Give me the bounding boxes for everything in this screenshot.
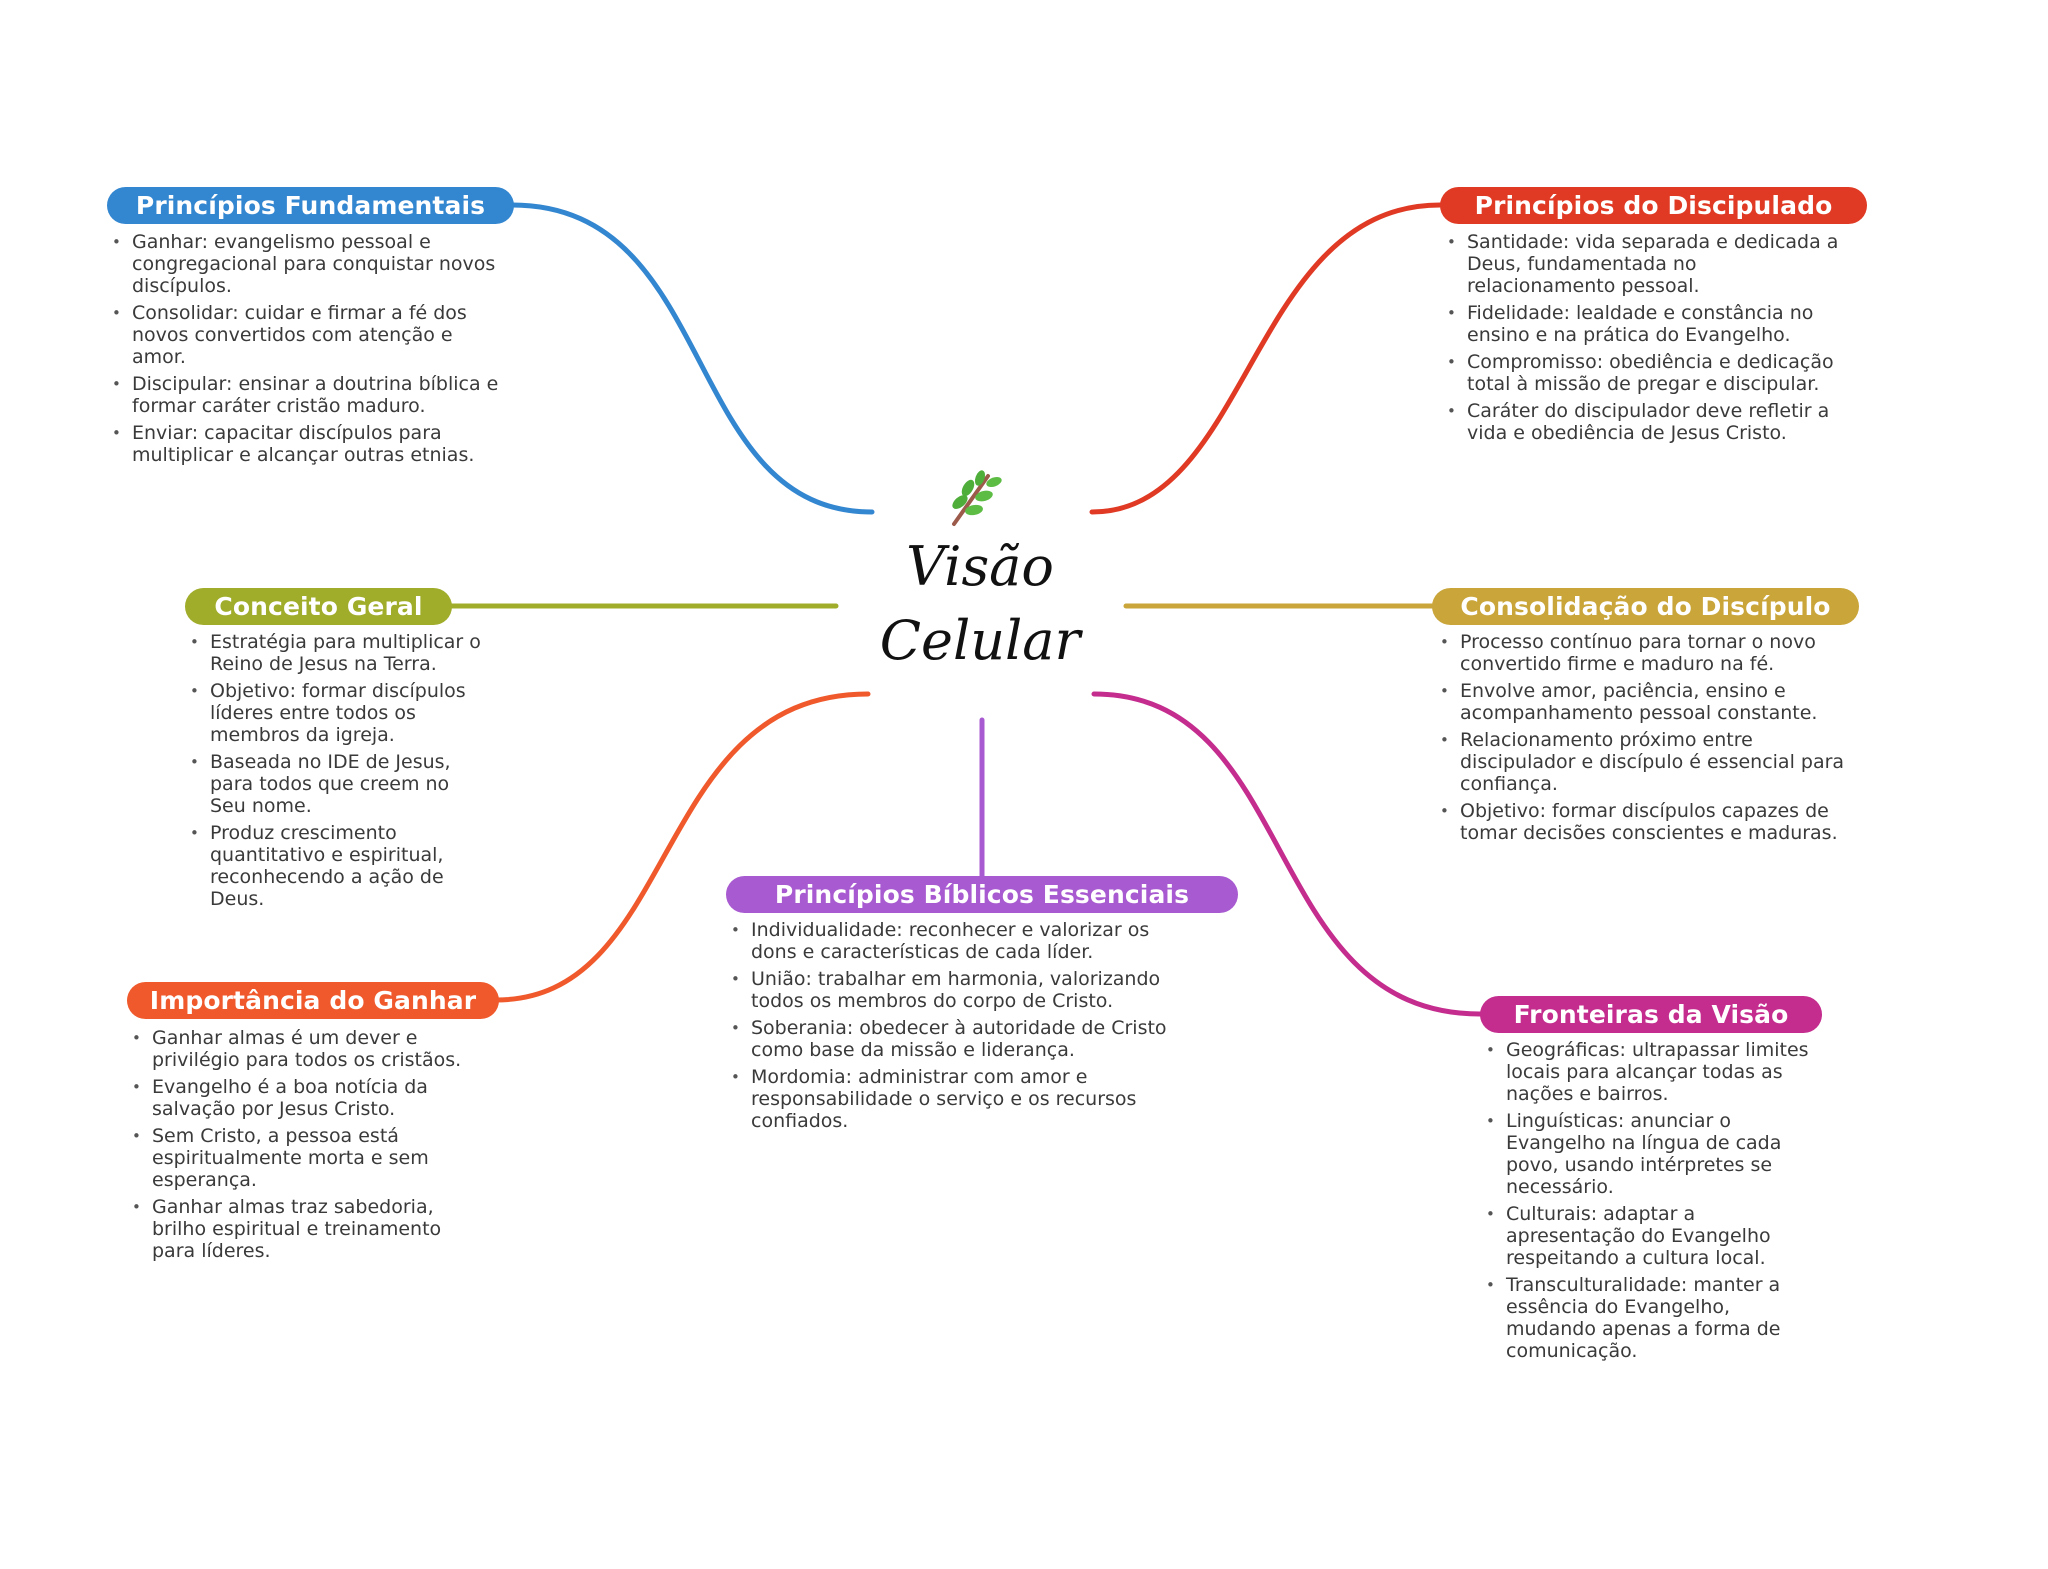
list-item: Fidelidade: lealdade e constância no ens… (1443, 302, 1843, 346)
connector-fronteiras (1091, 691, 1483, 1017)
topic-list-fronteiras-visao: Geográficas: ultrapassar limites locais … (1482, 1039, 1812, 1367)
topic-title: Importância do Ganhar (149, 986, 477, 1015)
topic-principios-biblicos[interactable]: Princípios Bíblicos Essenciais (726, 876, 1238, 913)
list-item: União: trabalhar em harmonia, valorizand… (727, 968, 1177, 1012)
list-item: Processo contínuo para tornar o novo con… (1436, 631, 1856, 675)
topic-principios-fundamentais[interactable]: Princípios Fundamentais (107, 187, 514, 224)
topic-title: Princípios Fundamentais (135, 191, 486, 220)
list-item: Discipular: ensinar a doutrina bíblica e… (108, 373, 508, 417)
list-item: Transculturalidade: manter a essência do… (1482, 1274, 1812, 1362)
list-item: Mordomia: administrar com amor e respons… (727, 1066, 1177, 1132)
list-item: Envolve amor, paciência, ensino e acompa… (1436, 680, 1856, 724)
topic-conceito-geral[interactable]: Conceito Geral (185, 588, 452, 625)
topic-list-principios-fundamentais: Ganhar: evangelismo pessoal e congregaci… (108, 231, 508, 471)
topic-list-importancia-ganhar: Ganhar almas é um dever e privilégio par… (128, 1027, 478, 1267)
list-item: Ganhar almas é um dever e privilégio par… (128, 1027, 478, 1071)
list-item: Caráter do discipulador deve refletir a … (1443, 400, 1843, 444)
list-item: Geográficas: ultrapassar limites locais … (1482, 1039, 1812, 1105)
list-item: Sem Cristo, a pessoa está espiritualment… (128, 1125, 478, 1191)
list-item: Compromisso: obediência e dedicação tota… (1443, 351, 1843, 395)
connector-ganhar (493, 691, 871, 1003)
list-item: Evangelho é a boa notícia da salvação po… (128, 1076, 478, 1120)
list-item: Consolidar: cuidar e firmar a fé dos nov… (108, 302, 508, 368)
list-item: Individualidade: reconhecer e valorizar … (727, 919, 1177, 963)
list-item: Soberania: obedecer à autoridade de Cris… (727, 1017, 1177, 1061)
branch-icon (952, 470, 1002, 526)
topic-list-consolidacao-discipulo: Processo contínuo para tornar o novo con… (1436, 631, 1856, 849)
topic-principios-discipulado[interactable]: Princípios do Discipulado (1440, 187, 1867, 224)
list-item: Santidade: vida separada e dedicada a De… (1443, 231, 1843, 297)
list-item: Culturais: adaptar a apresentação do Eva… (1482, 1203, 1812, 1269)
list-item: Baseada no IDE de Jesus, para todos que … (186, 751, 486, 817)
topic-fronteiras-visao[interactable]: Fronteiras da Visão (1480, 996, 1822, 1033)
topic-title: Conceito Geral (214, 592, 423, 621)
central-topic-line2: Celular (879, 609, 1081, 672)
list-item: Enviar: capacitar discípulos para multip… (108, 422, 508, 466)
list-item: Relacionamento próximo entre discipulado… (1436, 729, 1856, 795)
topic-title: Princípios Bíblicos Essenciais (774, 880, 1190, 909)
list-item: Produz crescimento quantitativo e espiri… (186, 822, 486, 910)
topic-title: Princípios do Discipulado (1474, 191, 1833, 220)
topic-title: Fronteiras da Visão (1513, 1000, 1789, 1029)
topic-consolidacao-discipulo[interactable]: Consolidação do Discípulo (1432, 588, 1859, 625)
topic-list-conceito-geral: Estratégia para multiplicar o Reino de J… (186, 631, 486, 915)
list-item: Objetivo: formar discípulos líderes entr… (186, 680, 486, 746)
central-topic: Visão Celular (860, 530, 1100, 678)
list-item: Objetivo: formar discípulos capazes de t… (1436, 800, 1856, 844)
central-topic-line1: Visão (906, 535, 1054, 598)
topic-importancia-ganhar[interactable]: Importância do Ganhar (127, 982, 499, 1019)
list-item: Ganhar: evangelismo pessoal e congregaci… (108, 231, 508, 297)
list-item: Ganhar almas traz sabedoria, brilho espi… (128, 1196, 478, 1262)
list-item: Estratégia para multiplicar o Reino de J… (186, 631, 486, 675)
connector-fundamentais (509, 202, 875, 515)
topic-title: Consolidação do Discípulo (1460, 592, 1831, 621)
topic-list-principios-discipulado: Santidade: vida separada e dedicada a De… (1443, 231, 1843, 449)
list-item: Linguísticas: anunciar o Evangelho na lí… (1482, 1110, 1812, 1198)
connector-discipulado (1089, 202, 1443, 515)
topic-list-principios-biblicos: Individualidade: reconhecer e valorizar … (727, 919, 1177, 1137)
